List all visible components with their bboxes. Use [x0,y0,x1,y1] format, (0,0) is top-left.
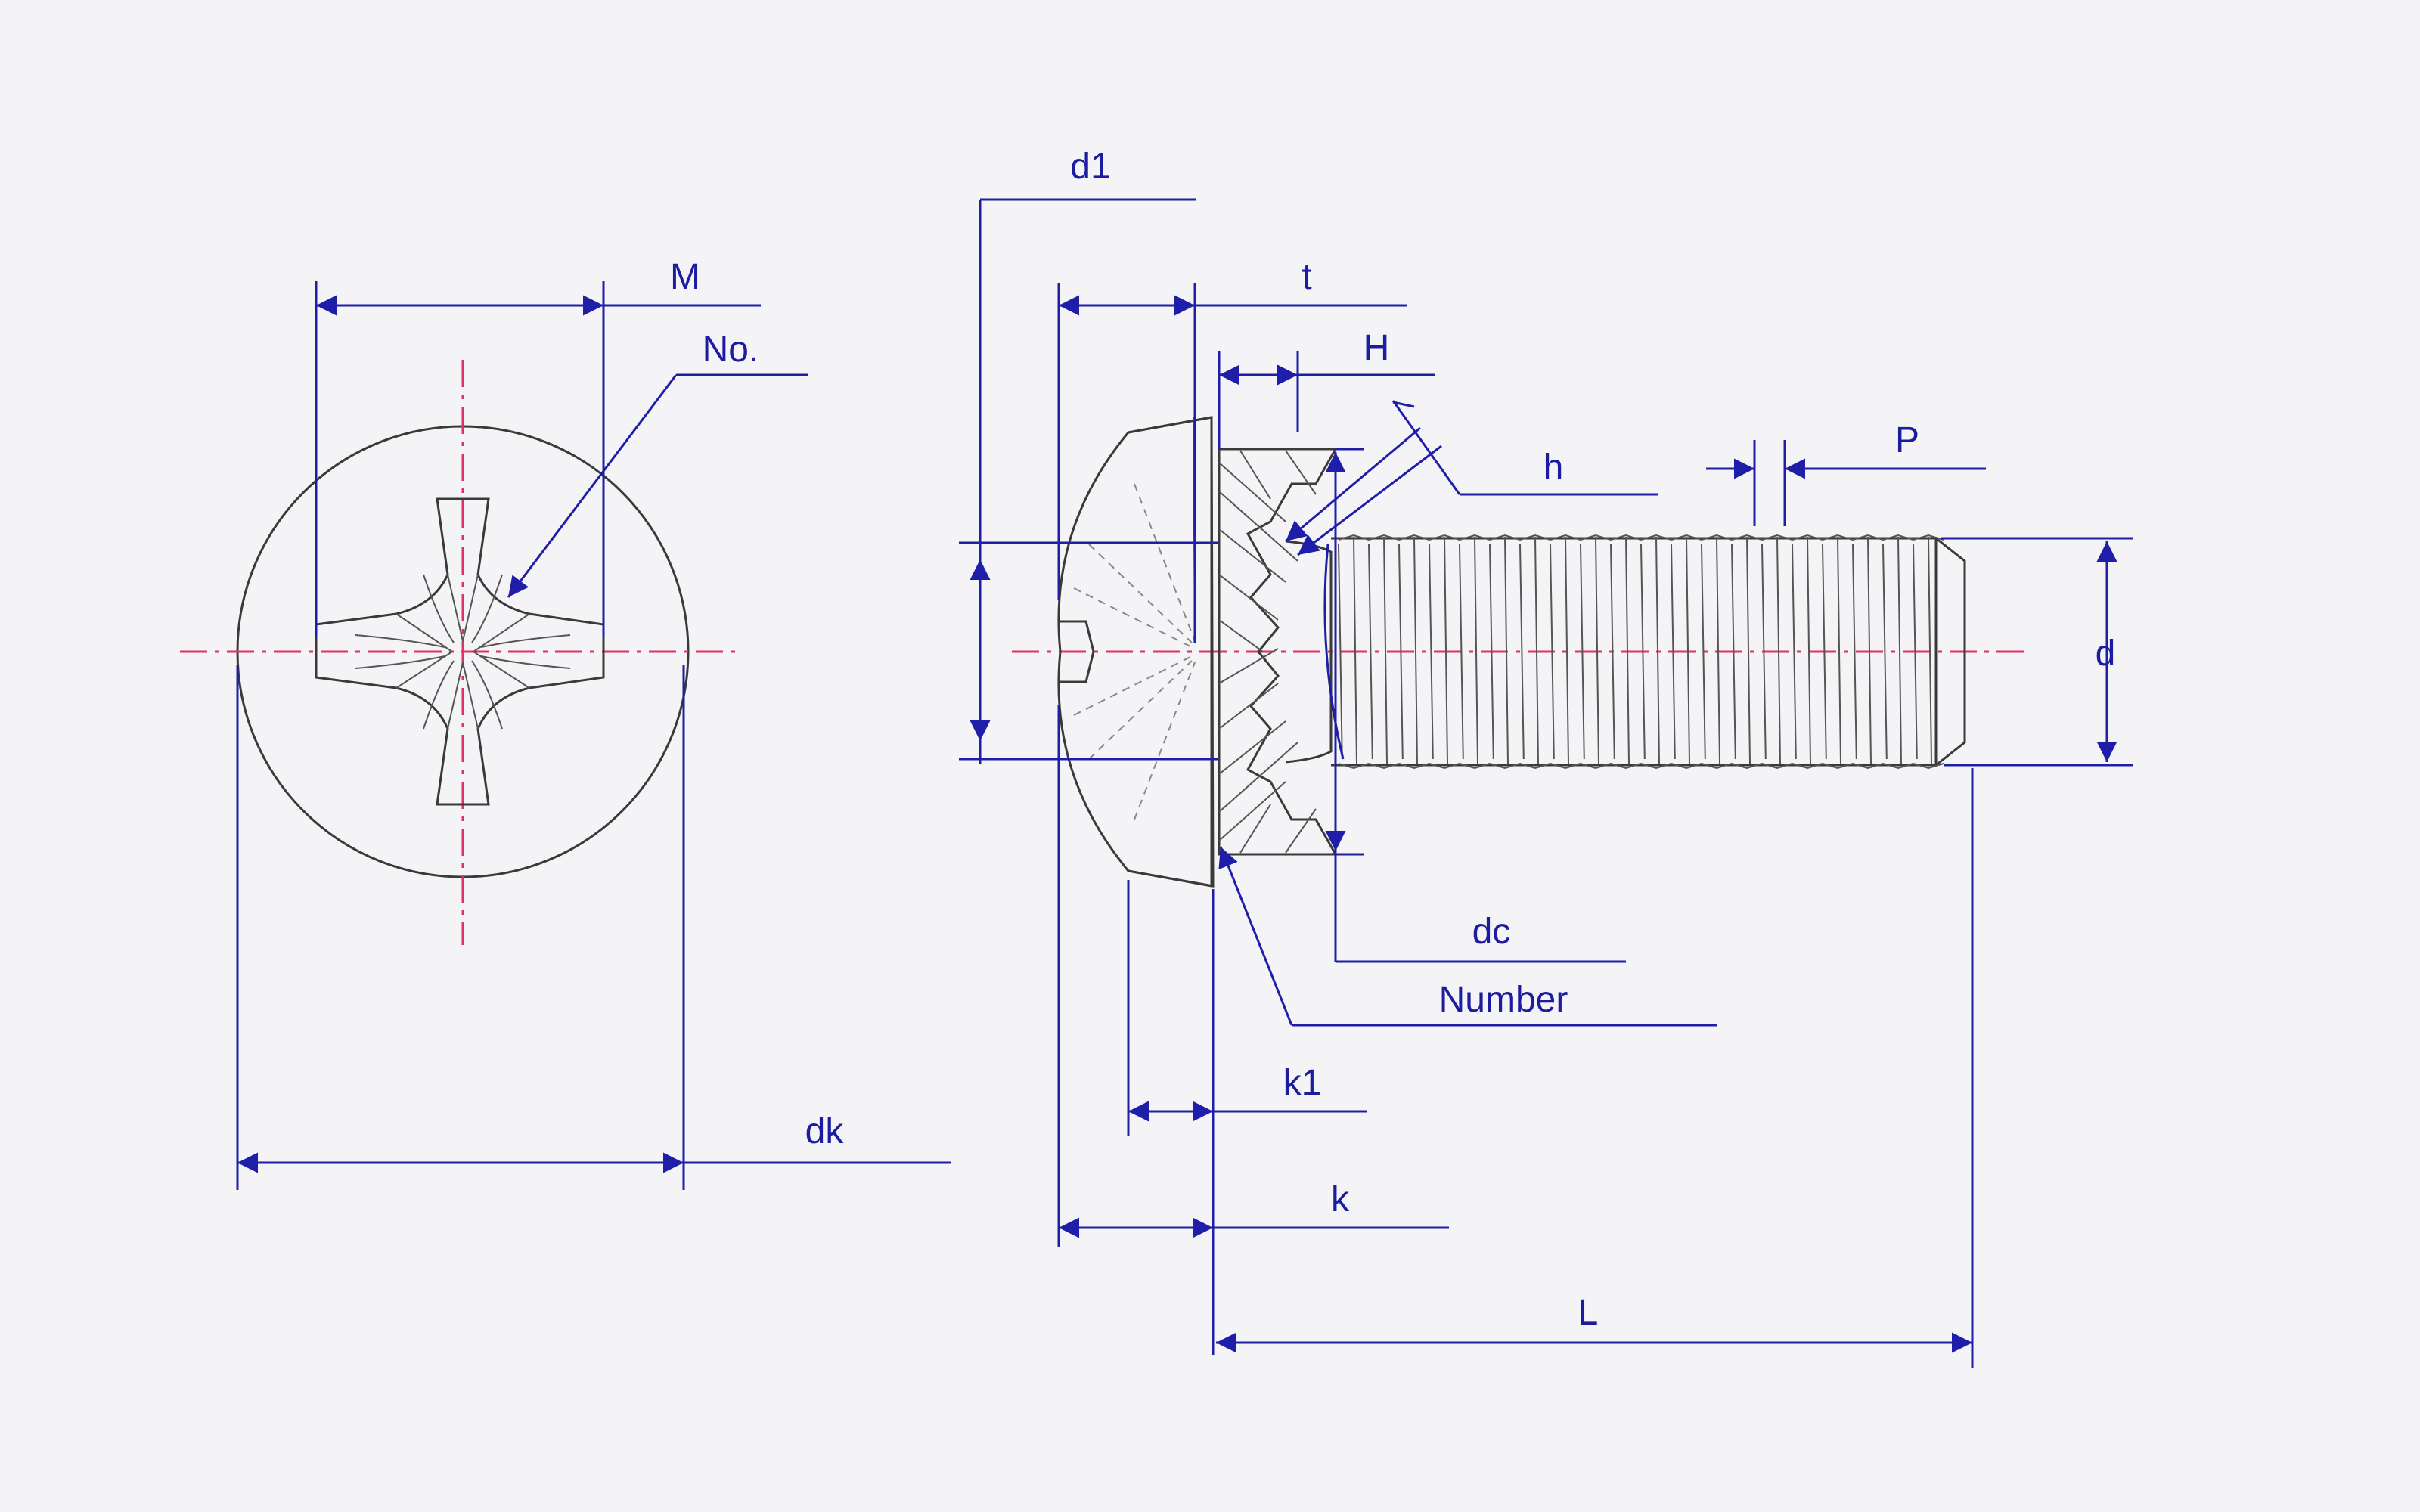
label-No: No. [703,330,759,370]
thread-crests [1338,534,1944,770]
side-view: d1 t H h P d dc [959,147,2133,1368]
label-t: t [1302,257,1311,297]
label-P: P [1895,420,1919,460]
lock-washer [1218,448,1338,856]
label-H: H [1364,328,1390,368]
label-d: d [2096,634,2116,674]
label-h: h [1544,448,1564,488]
label-k: k [1331,1179,1350,1219]
label-L: L [1578,1293,1599,1333]
front-view: M No. dk [180,257,951,1190]
phillips-recess [315,497,605,806]
label-M: M [670,257,700,297]
label-Number: Number [1439,980,1568,1020]
thread-lines [1338,534,1944,770]
label-dk: dk [805,1111,845,1151]
label-k1: k1 [1283,1063,1322,1103]
label-d1: d1 [1070,147,1110,187]
label-dc: dc [1472,912,1511,952]
